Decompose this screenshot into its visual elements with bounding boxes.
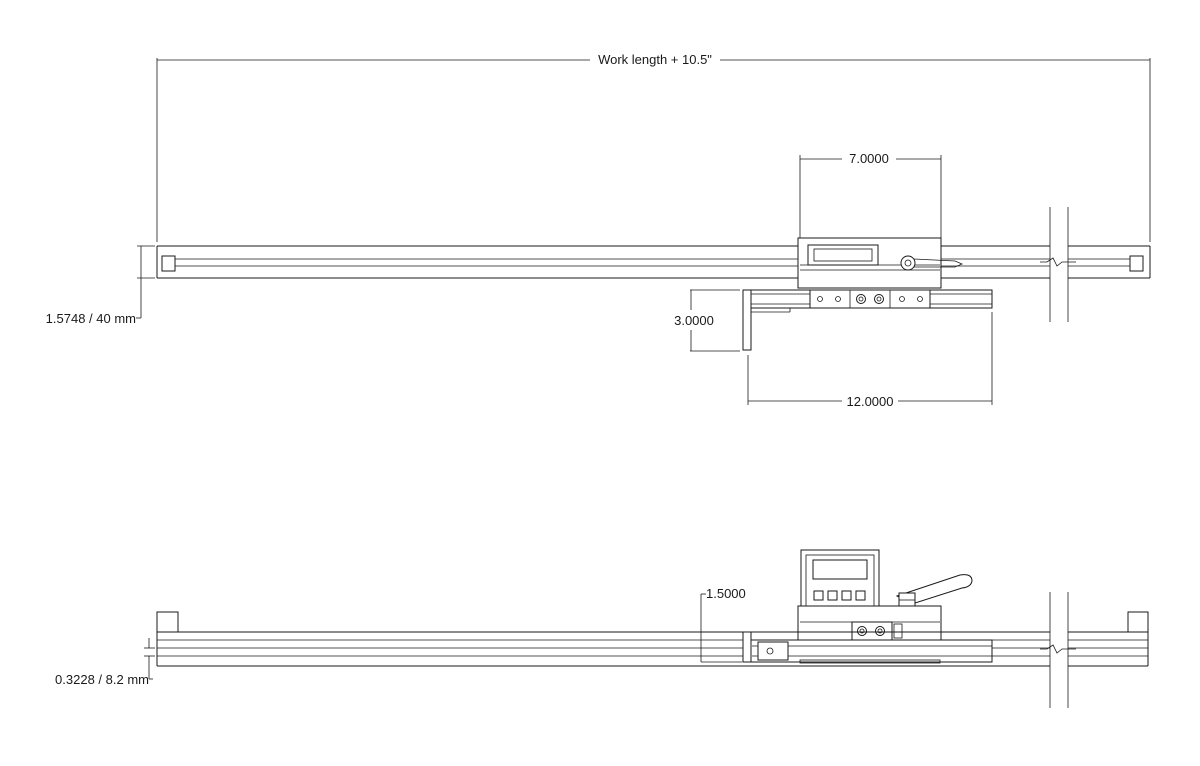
readout-height-dimension: 1.5000: [700, 586, 746, 663]
bolt-hole-icon: [817, 296, 823, 302]
readout-height-label: 1.5000: [706, 586, 746, 601]
bolt-hole-icon: [917, 296, 923, 302]
readout-button-icon: [813, 590, 824, 601]
stop-depth-label: 3.0000: [674, 313, 714, 328]
fence-thickness-label: 1.5748 / 40 mm: [46, 311, 136, 326]
front-view: 1.5000 0.3228 / 8.2 mm: [55, 549, 1149, 708]
bolt-hole-icon: [766, 647, 774, 655]
readout-display: [812, 559, 868, 580]
clamp-handle-icon: [913, 258, 964, 268]
fence-thickness-dimension: 1.5748 / 40 mm: [46, 245, 155, 326]
digital-readout: [800, 549, 880, 617]
track-height-dimension: 0.3228 / 8.2 mm: [55, 638, 155, 687]
top-view: Work length + 10.5": [46, 52, 1151, 409]
top-flip-arm: [742, 289, 993, 351]
top-stop-block: [797, 237, 964, 289]
lever-handle-icon: [895, 574, 973, 605]
stop-readout-window: [807, 244, 879, 266]
left-end-stop: [156, 611, 179, 633]
stop-depth-dimension: 3.0000: [674, 289, 740, 352]
bolt-hole-icon: [835, 296, 841, 302]
top-fence-rail: [156, 245, 1151, 279]
overall-length-dimension: Work length + 10.5": [156, 52, 1151, 242]
knob-icon: [875, 626, 885, 636]
knob-icon: [874, 294, 884, 304]
track-height-label: 0.3228 / 8.2 mm: [55, 672, 149, 687]
front-sliding-bar: [742, 631, 993, 664]
top-break-lines: [1040, 207, 1076, 322]
stop-width-label: 7.0000: [849, 151, 889, 166]
stop-width-dimension: 7.0000: [799, 151, 942, 238]
knob-icon: [856, 294, 866, 304]
flip-arm-length-label: 12.0000: [847, 394, 894, 409]
front-break-lines: [1040, 592, 1076, 708]
bolt-hole-icon: [899, 296, 905, 302]
overall-length-label: Work length + 10.5": [598, 52, 712, 67]
flip-arm-clamp-plate: [809, 289, 931, 309]
front-fence-rail: [156, 611, 1149, 667]
clamp-pivot-icon: [900, 255, 916, 271]
knob-icon: [857, 626, 867, 636]
flip-arm-length-dimension: 12.0000: [747, 312, 993, 409]
right-end-stop: [1127, 611, 1149, 633]
front-stop-body: [797, 605, 942, 641]
readout-button-icon: [827, 590, 838, 601]
right-end-cap: [1129, 255, 1144, 272]
readout-button-icon: [841, 590, 852, 601]
left-end-cap: [161, 255, 176, 272]
readout-button-icon: [855, 590, 866, 601]
